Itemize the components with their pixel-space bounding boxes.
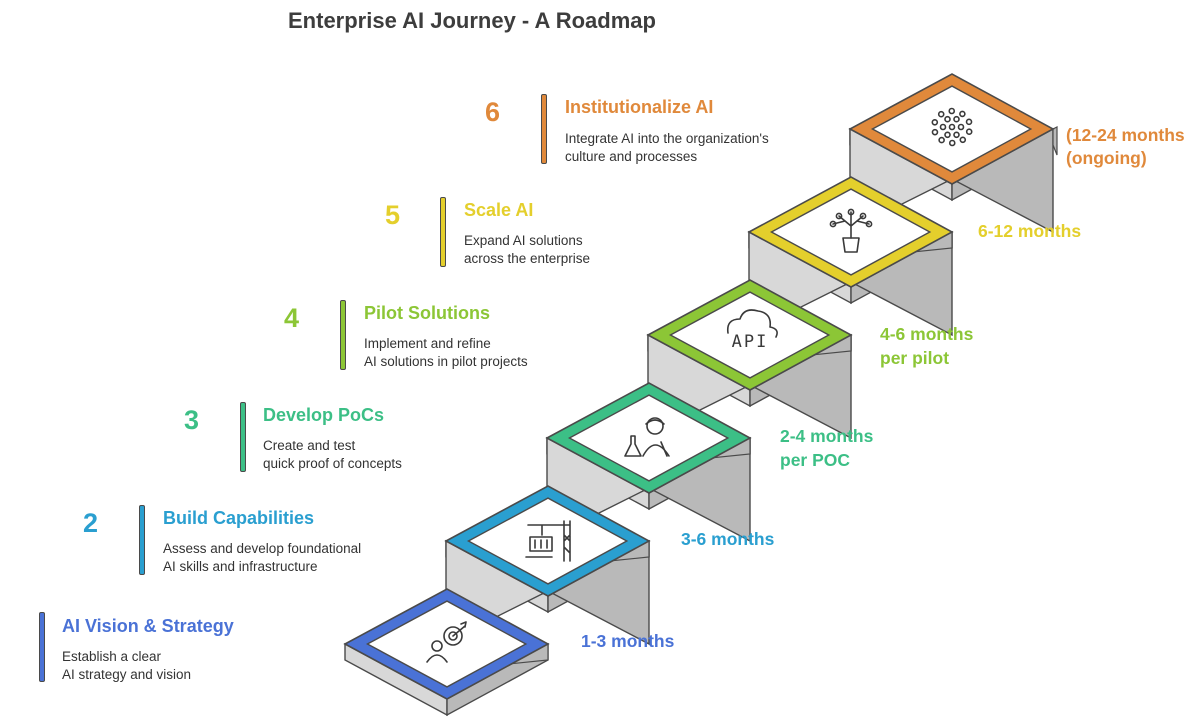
network-growth-icon xyxy=(829,208,873,253)
stage-5-desc-line1: Expand AI solutions xyxy=(464,233,583,248)
stage-3-number: 3 xyxy=(184,405,200,435)
stage-6-desc-line1: Integrate AI into the organization's xyxy=(565,131,769,146)
stage-3-accent-bar xyxy=(240,402,246,472)
api-icon-text: API xyxy=(732,332,769,352)
stage-4-number: 4 xyxy=(284,303,300,333)
stage-1-desc-line2: AI strategy and vision xyxy=(62,667,192,682)
stage-4-duration-line2: per pilot xyxy=(880,348,950,368)
stage-6-duration-line2: (ongoing) xyxy=(1066,148,1147,168)
stage-3-duration-line2: per POC xyxy=(780,450,851,470)
stage-6-accent-bar xyxy=(541,94,547,164)
stage-5-title: Scale AI xyxy=(464,200,534,220)
stage-1-accent-bar xyxy=(39,612,45,682)
stage-4-accent-bar xyxy=(340,300,346,370)
stage-5-accent-bar xyxy=(440,197,446,267)
stage-5-number: 5 xyxy=(385,200,401,230)
stage-2-number: 2 xyxy=(83,508,99,538)
stage-2-title: Build Capabilities xyxy=(163,508,315,528)
stage-3-duration-line1: 2-4 months xyxy=(780,426,874,446)
stage-3-desc-line1: Create and test xyxy=(263,438,356,453)
stage-2-desc-line2: AI skills and infrastructure xyxy=(163,559,318,574)
stage-6-number: 6 xyxy=(485,97,501,127)
page-title: Enterprise AI Journey - A Roadmap xyxy=(288,8,656,33)
stage-1-desc-line1: Establish a clear xyxy=(62,649,162,664)
strategy-target-icon xyxy=(426,621,467,663)
stage-6-desc-line2: culture and processes xyxy=(565,149,698,164)
staircase-structure xyxy=(344,126,1058,717)
stage-4-duration-line1: 4-6 months xyxy=(880,324,974,344)
dot-circle-icon xyxy=(931,107,973,147)
stage-2-desc-line1: Assess and develop foundational xyxy=(163,541,362,556)
scientist-icon xyxy=(624,417,670,457)
stage-2-duration-line1: 3-6 months xyxy=(681,529,775,549)
stage-3-desc-line2: quick proof of concepts xyxy=(263,456,402,471)
tread-1-inner xyxy=(365,600,528,688)
stage-3-title: Develop PoCs xyxy=(263,405,385,425)
stage-2-accent-bar xyxy=(139,505,145,575)
tread-3-inner xyxy=(567,394,730,482)
stage-6-duration-line1: (12-24 months xyxy=(1066,125,1185,145)
stage-5-desc-line2: across the enterprise xyxy=(464,251,591,266)
cloud-api-icon: API xyxy=(726,309,778,352)
stage-4-desc-line1: Implement and refine xyxy=(364,336,491,351)
stage-5-duration-line1: 6-12 months xyxy=(978,221,1082,241)
step-side-wall xyxy=(1052,126,1058,156)
tread-4-inner xyxy=(668,291,831,379)
stage-1-title: AI Vision & Strategy xyxy=(62,616,234,636)
stage-4-title: Pilot Solutions xyxy=(364,303,490,323)
stage-1-duration-line1: 1-3 months xyxy=(581,631,675,651)
stage-6-title: Institutionalize AI xyxy=(565,97,714,117)
stage-4-desc-line2: AI solutions in pilot projects xyxy=(364,354,528,369)
construction-crane-icon xyxy=(525,520,571,562)
